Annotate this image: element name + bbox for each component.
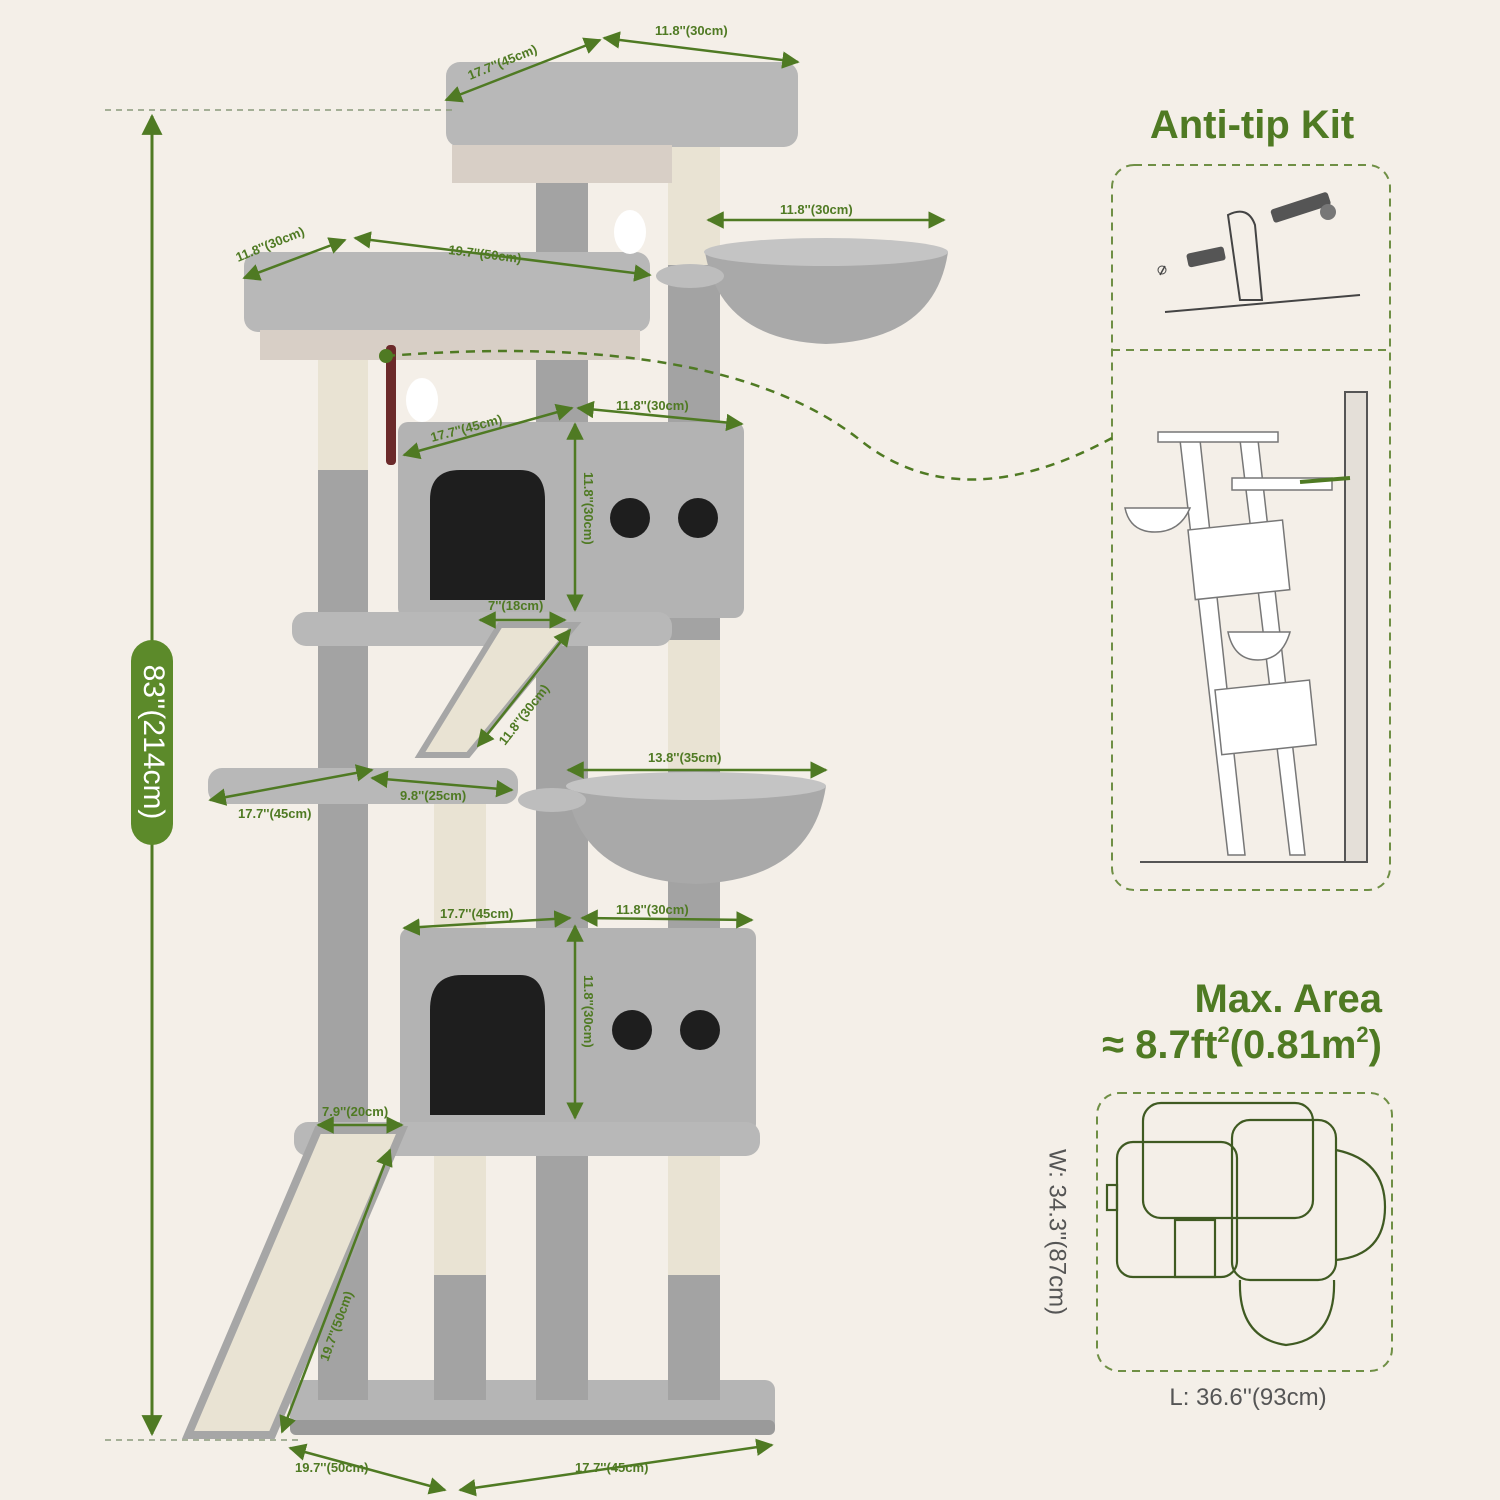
max-area: Max. Area ≈ 8.7ft2(0.81m2) W: 34.3''(87c… <box>1044 977 1393 1411</box>
cat-tree-outline-icon <box>1124 431 1351 856</box>
dim-condo-bottom-width: 11.8''(30cm) <box>616 902 689 917</box>
dim-condo-bottom-height: 11.8''(30cm) <box>581 975 596 1048</box>
height-indicator: 83''(214cm) <box>105 109 455 1441</box>
footprint-width-label: W: 34.3''(87cm) <box>1044 1149 1071 1315</box>
anti-tip-callout <box>385 349 1113 481</box>
toy-strap <box>386 345 396 465</box>
dimension-lines <box>208 31 946 1497</box>
dim-condo-top-height: 11.8''(30cm) <box>581 472 596 545</box>
sisal-post <box>668 125 720 265</box>
strap-icon <box>1164 210 1361 313</box>
anti-tip-panel <box>1111 164 1391 891</box>
screw-icon <box>1157 192 1336 276</box>
anti-tip-title: Anti-tip Kit <box>1150 103 1354 147</box>
top-perch <box>446 62 798 147</box>
dim-ramp-top-width: 7''(18cm) <box>488 598 543 613</box>
dim-base-width: 17.7''(45cm) <box>575 1460 648 1475</box>
condo-porthole <box>678 498 718 538</box>
max-area-title: Max. Area <box>1195 977 1383 1021</box>
top-basket <box>705 252 948 344</box>
max-area-value: ≈ 8.7ft2(0.81m2) <box>1102 1022 1382 1067</box>
height-badge <box>131 640 173 845</box>
dim-basket-top: 11.8''(30cm) <box>780 202 853 217</box>
cat-tree <box>181 62 948 1439</box>
dim-basket-mid: 13.8''(35cm) <box>648 750 721 765</box>
side-perch <box>244 252 650 332</box>
toy-mouse <box>406 378 438 422</box>
wall <box>1344 391 1368 863</box>
dim-mid-platform-width: 9.8''(25cm) <box>400 788 466 803</box>
sisal-post <box>668 640 720 770</box>
sisal-post <box>434 800 486 930</box>
sisal-post <box>434 1145 486 1275</box>
condo-porthole <box>612 1010 652 1050</box>
dim-condo-bottom-depth: 17.7''(45cm) <box>440 906 513 921</box>
sisal-post <box>668 1145 720 1275</box>
footprint-outline-icon <box>1105 1101 1387 1347</box>
footprint-panel <box>1096 1092 1393 1372</box>
dim-top-perch-width: 11.8''(30cm) <box>655 23 728 38</box>
anti-tip-kit: Anti-tip Kit <box>379 103 1391 891</box>
dim-condo-top-width: 11.8''(30cm) <box>616 398 689 413</box>
condo-door <box>430 470 545 600</box>
dim-base-depth: 19.7''(50cm) <box>295 1460 368 1475</box>
condo-porthole <box>610 498 650 538</box>
toy-mouse <box>614 210 646 254</box>
dim-ramp-bottom-width: 7.9''(20cm) <box>322 1104 388 1119</box>
dim-mid-platform-depth: 17.7''(45cm) <box>238 806 311 821</box>
height-badge-label: 83''(214cm) <box>137 665 170 820</box>
mid-basket <box>566 786 826 884</box>
footprint-length-label: L: 36.6''(93cm) <box>1169 1384 1326 1411</box>
condo-door <box>430 975 545 1115</box>
condo-porthole <box>680 1010 720 1050</box>
